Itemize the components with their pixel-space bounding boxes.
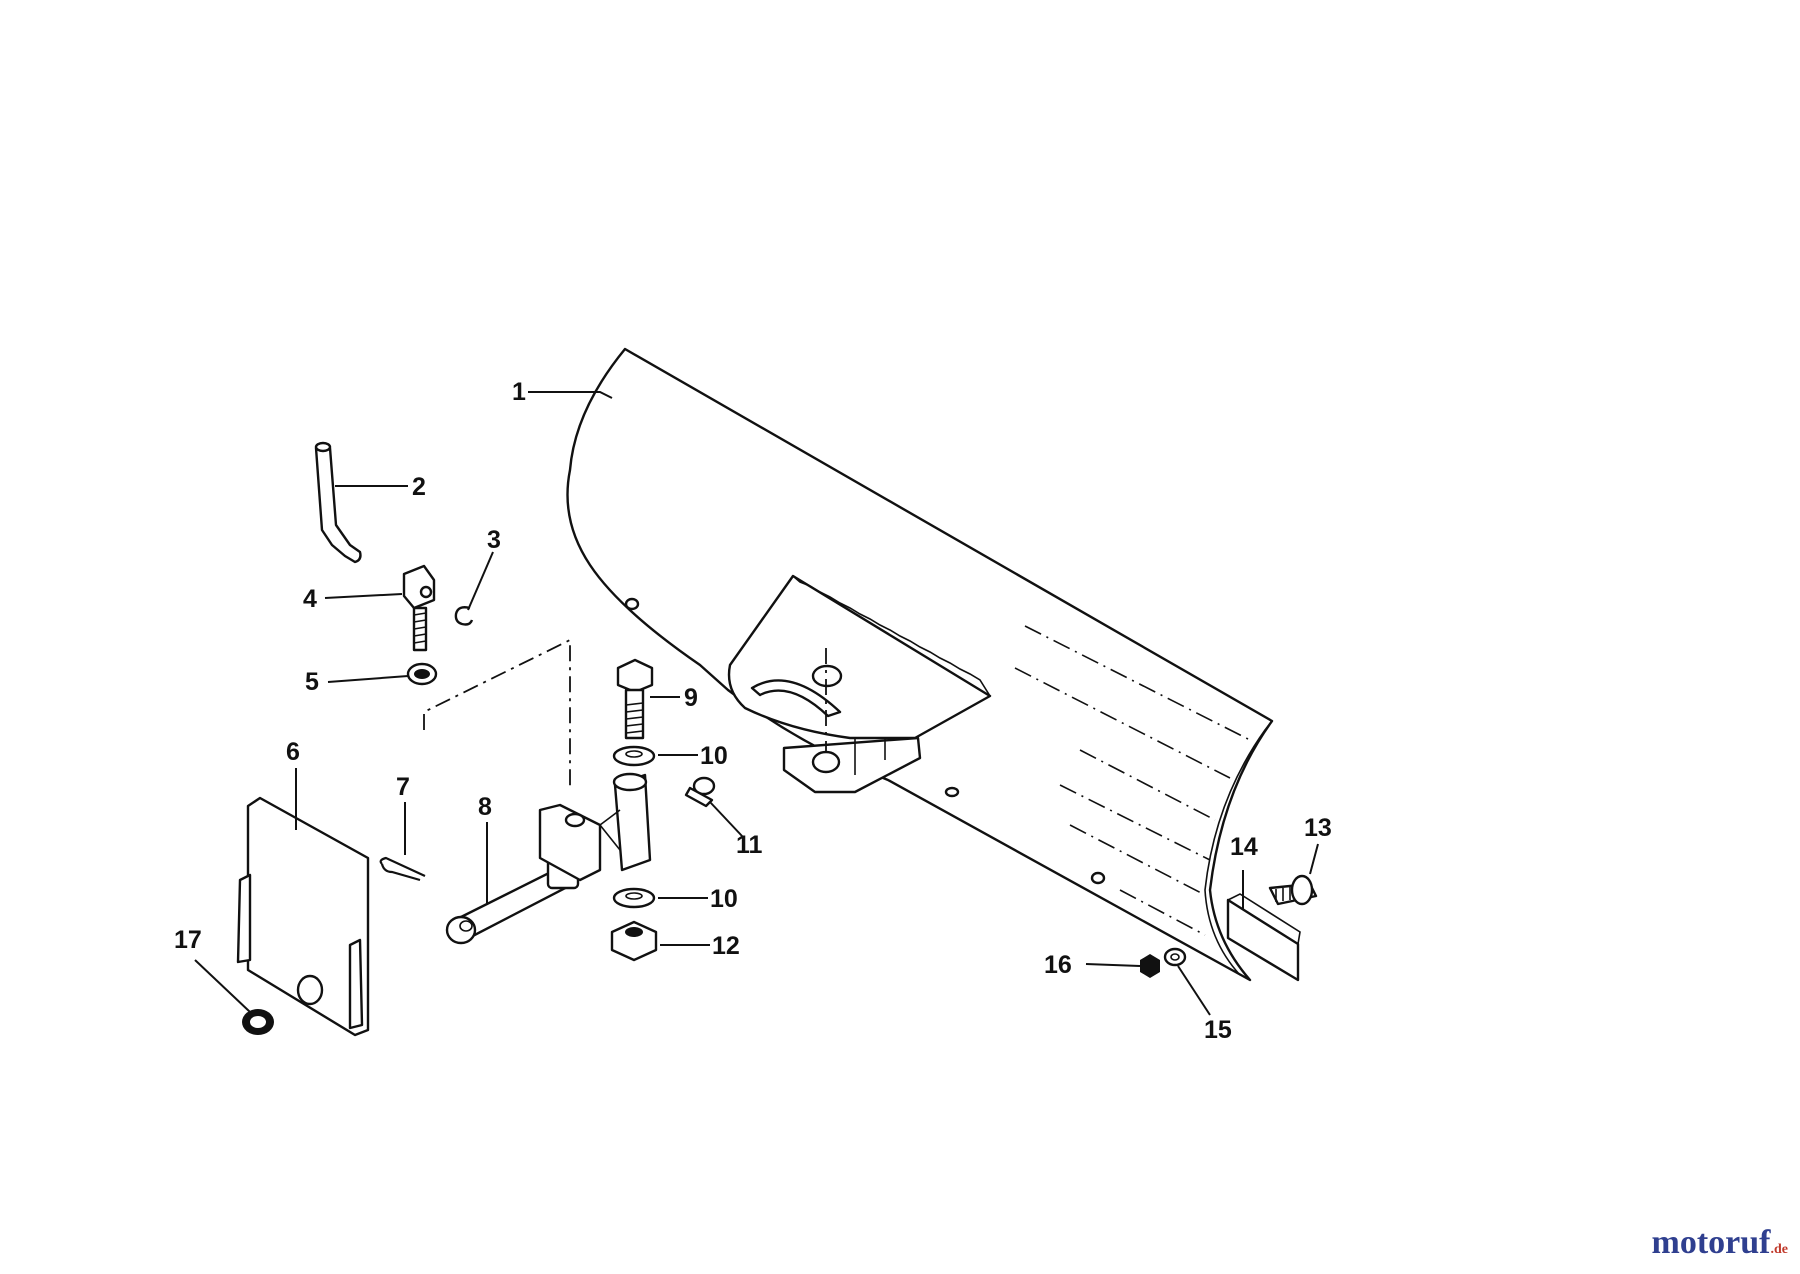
callout-7: 7 (396, 773, 410, 801)
callout-6: 6 (286, 738, 300, 766)
part-eye-bolt (402, 564, 436, 652)
callout-1: 1 (512, 378, 526, 406)
watermark-brand-b: ruf (1725, 1224, 1771, 1261)
part-carriage-bolt (1268, 874, 1318, 906)
callout-13: 13 (1304, 814, 1332, 842)
part-lock-nut (610, 920, 658, 962)
leader-lines (194, 391, 1319, 1016)
part-grease-nipple (684, 776, 716, 808)
callout-9: 9 (684, 684, 698, 712)
callout-10b: 10 (710, 885, 738, 913)
callout-3: 3 (487, 526, 501, 554)
callout-14: 14 (1230, 833, 1258, 861)
callout-17: 17 (174, 926, 202, 954)
part-washer-10b (612, 887, 656, 909)
part-blade-bracket (727, 574, 992, 794)
part-skid-shoe (236, 796, 370, 1037)
callout-16: 16 (1044, 951, 1072, 979)
part-nut-17 (242, 1009, 274, 1035)
callout-labels: 1 2 3 4 5 6 7 8 9 10 11 10 12 13 14 15 1… (174, 378, 1332, 1044)
callout-10a: 10 (700, 742, 728, 770)
watermark-tld: .de (1770, 1242, 1789, 1257)
part-pin (314, 441, 362, 564)
part-hair-pin (379, 856, 426, 882)
callout-11: 11 (736, 831, 763, 859)
callout-12: 12 (712, 932, 740, 960)
part-washer-15 (1163, 947, 1187, 967)
callout-5: 5 (305, 668, 319, 696)
watermark-brand-a: moto (1651, 1224, 1726, 1261)
part-washer-10a (612, 745, 656, 767)
brand-watermark: motoruf.de (1652, 1224, 1788, 1262)
callout-4: 4 (303, 585, 317, 613)
part-washer-5 (406, 662, 438, 686)
part-hex-bolt (616, 658, 654, 740)
callout-2: 2 (412, 473, 426, 501)
part-pivot-shaft (445, 772, 652, 945)
part-clip (454, 606, 474, 626)
callout-8: 8 (478, 793, 492, 821)
part-wear-strip (1226, 893, 1301, 982)
callout-15: 15 (1204, 1016, 1232, 1044)
assembly-line (423, 638, 571, 790)
part-nut-16 (1140, 954, 1160, 978)
